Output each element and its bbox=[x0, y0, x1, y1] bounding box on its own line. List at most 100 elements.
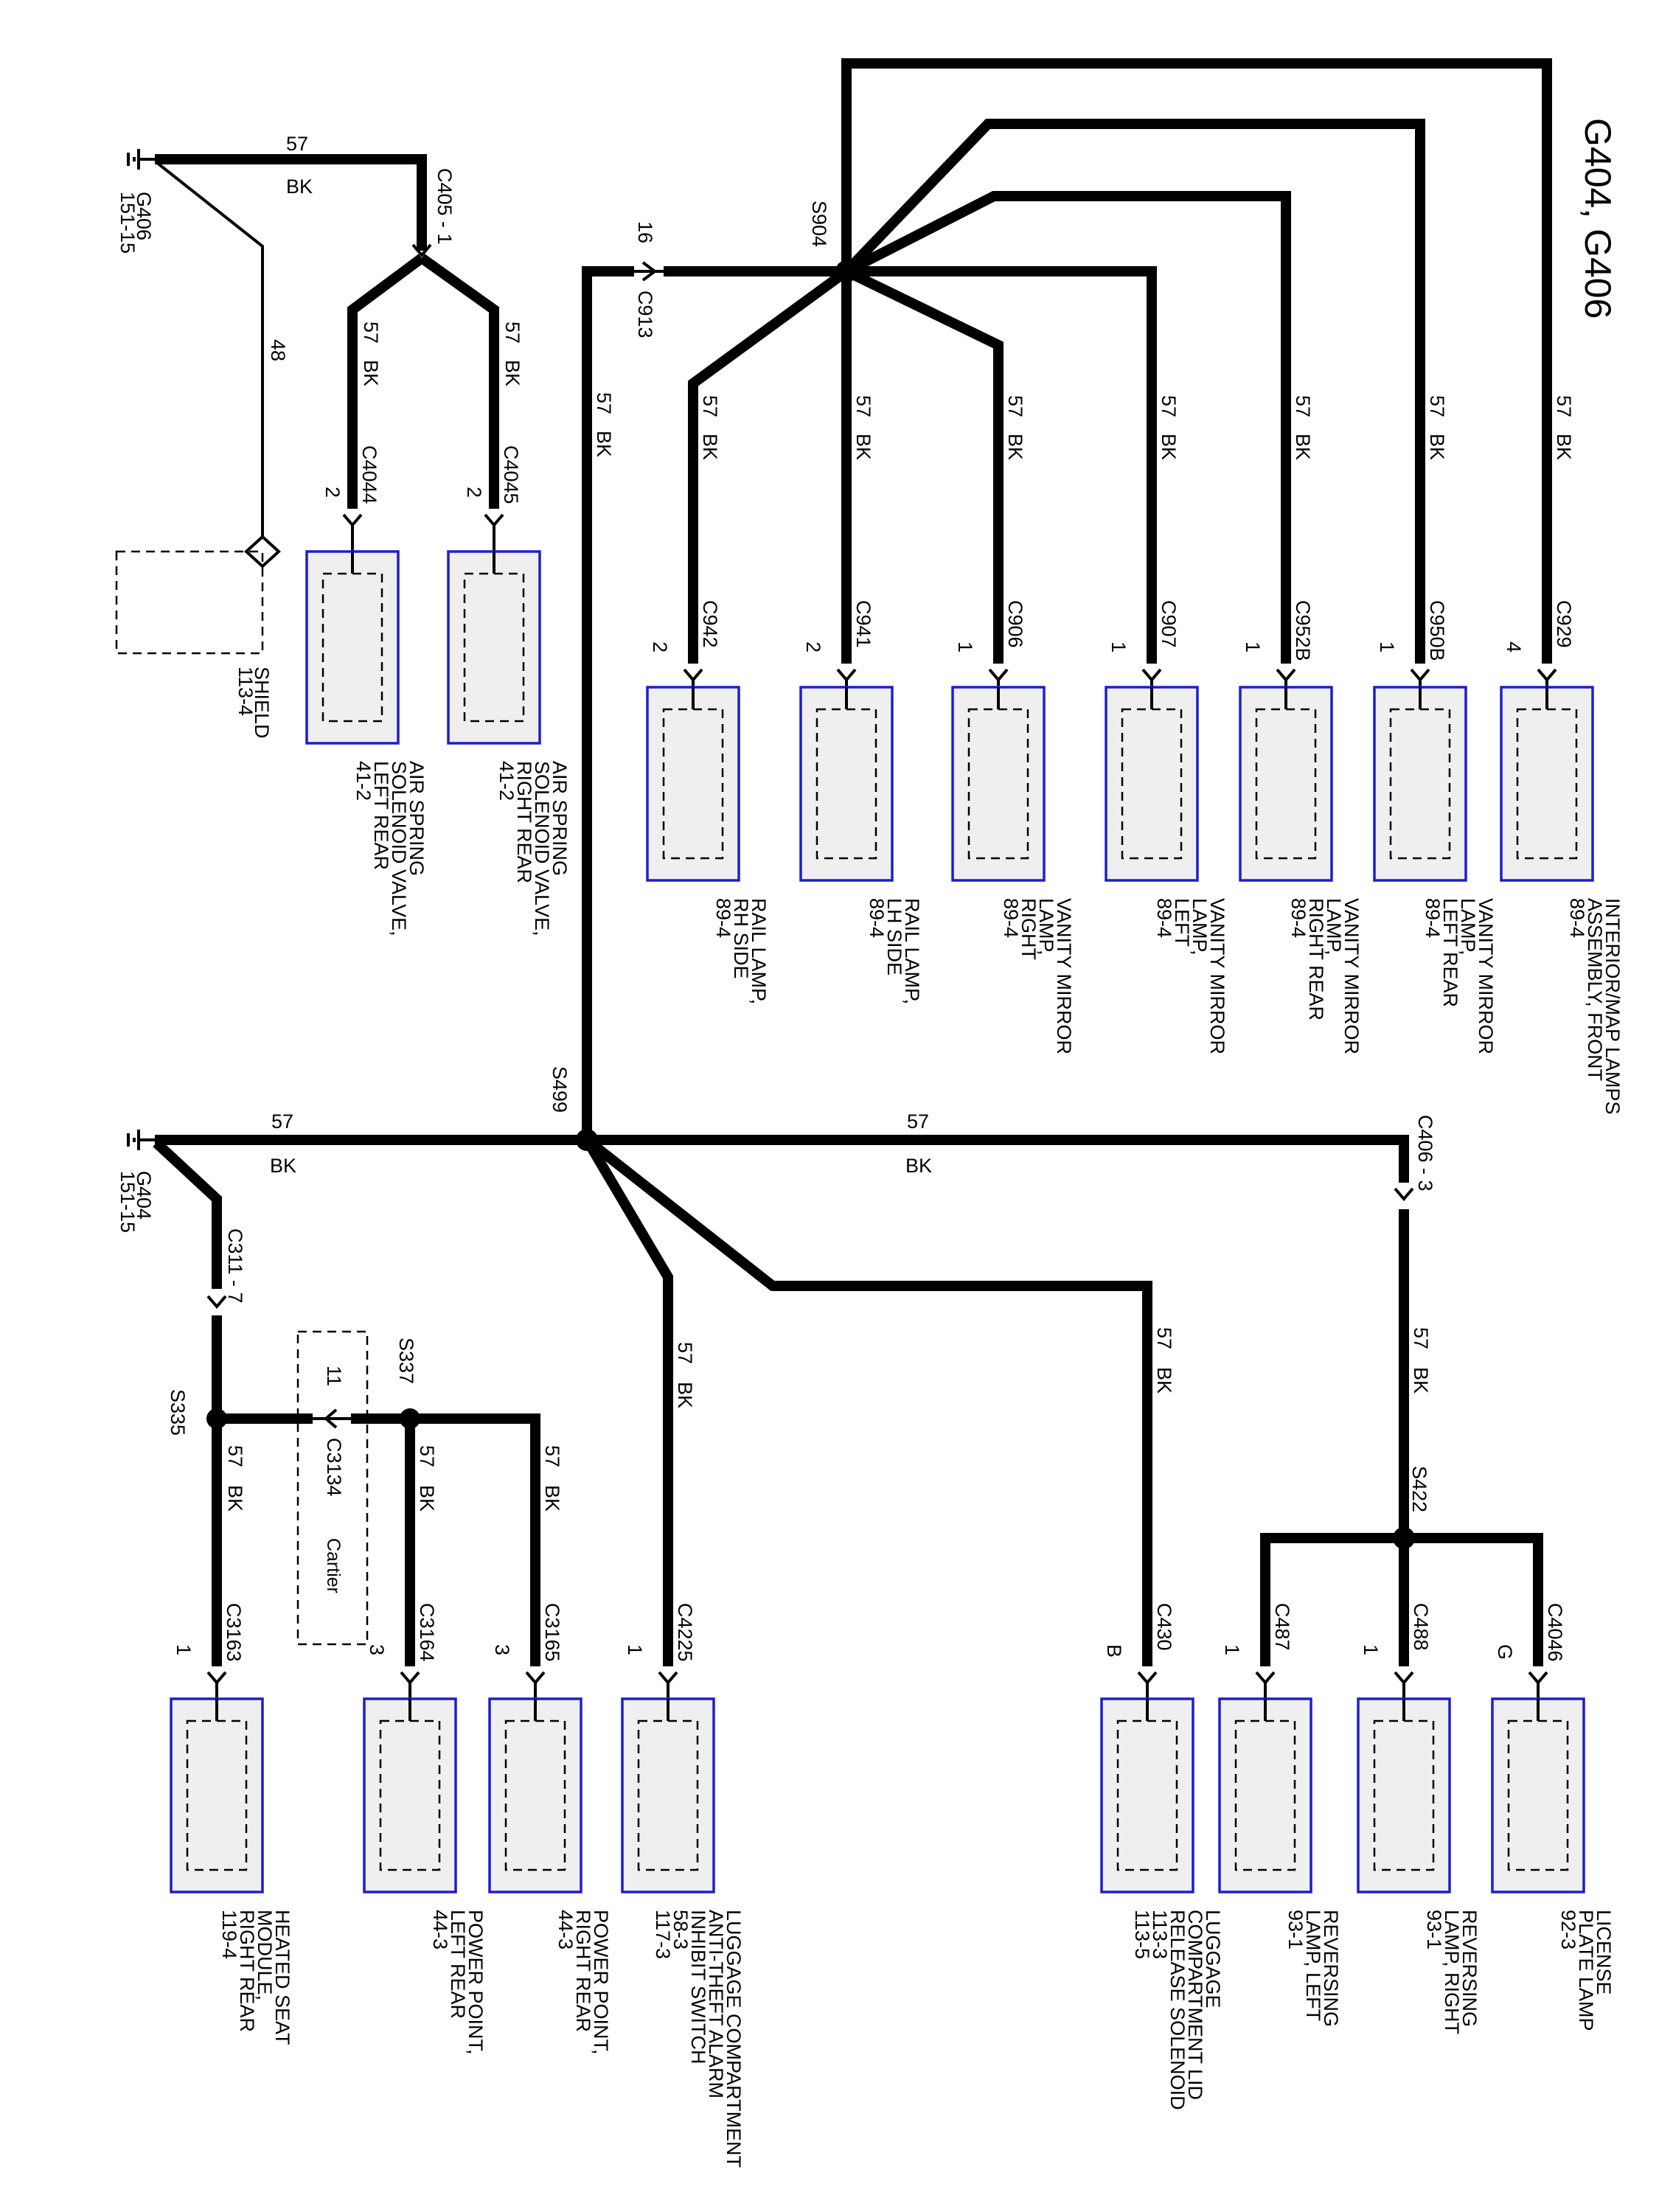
wire-s904-c952b bbox=[844, 191, 1291, 664]
branch-wire-57-0: 57 bbox=[699, 395, 721, 417]
ground-g406 bbox=[127, 149, 155, 170]
component-c952b-line2: LAMP, bbox=[1323, 898, 1345, 956]
component-c941-ref: 89-4 bbox=[866, 898, 888, 938]
component-c487-line1: REVERSING bbox=[1320, 1910, 1342, 2027]
page-title: G404, G406 bbox=[1577, 118, 1618, 319]
connector-c941-arrow bbox=[836, 668, 857, 683]
component-c952b-ref: 89-4 bbox=[1287, 898, 1310, 938]
component-c3164-box bbox=[363, 1697, 457, 1893]
wire-g406-c405 bbox=[155, 154, 427, 251]
component-c941-line1: RAIL LAMP, bbox=[901, 898, 923, 1004]
splice-s335-label: S335 bbox=[167, 1389, 189, 1436]
wire-bk-label: BK bbox=[286, 175, 313, 198]
branch-wire-57-4: 57 bbox=[1292, 395, 1314, 417]
wire-c4044-57: 57 bbox=[360, 321, 382, 344]
connector-c942-pin: 2 bbox=[649, 641, 671, 653]
wire-s904-c950b bbox=[842, 119, 1425, 664]
connector-c4046-label: C4046 bbox=[1544, 1603, 1566, 1662]
component-c430-box bbox=[1100, 1697, 1194, 1893]
component-c4045-line2: SOLENOID VALVE, bbox=[531, 761, 553, 936]
component-c488-line1: REVERSING bbox=[1458, 1910, 1481, 2027]
connector-c311 bbox=[206, 1295, 227, 1310]
wire-c4225-bk: BK bbox=[674, 1382, 696, 1408]
component-c929-box bbox=[1500, 686, 1594, 882]
connector-c406 bbox=[1394, 1187, 1414, 1202]
connector-c941-pin: 2 bbox=[802, 641, 824, 653]
component-c929-line1: INTERIOR/MAP LAMPS bbox=[1601, 898, 1624, 1115]
connector-c907-label: C907 bbox=[1158, 600, 1180, 648]
connector-c405-label: C405 - 1 bbox=[434, 168, 456, 245]
cartier-box bbox=[296, 1330, 369, 1646]
wire-bus-main bbox=[155, 1135, 1409, 1183]
wire-s499-c4225 bbox=[582, 1137, 673, 1666]
connector-c3163-pin: 1 bbox=[173, 1644, 195, 1655]
connector-c430-pin: B bbox=[1103, 1644, 1125, 1658]
connector-c3165-label: C3165 bbox=[541, 1603, 563, 1662]
component-c3165-box bbox=[488, 1697, 582, 1893]
wire-s904-c929 bbox=[841, 58, 1552, 664]
wire-feed-57: 57 bbox=[593, 392, 615, 414]
connector-c4225-arrow bbox=[658, 1671, 678, 1686]
ground-g404 bbox=[127, 1130, 155, 1150]
connector-c488-arrow bbox=[1394, 1671, 1414, 1686]
wire-s904-c942 bbox=[688, 267, 850, 664]
component-c487-ref: 93-1 bbox=[1284, 1910, 1307, 1950]
component-c929-ref: 89-4 bbox=[1566, 898, 1588, 938]
connector-c488-label: C488 bbox=[1410, 1603, 1432, 1651]
connector-c3164-label: C3164 bbox=[416, 1603, 438, 1662]
wire-c4225-57: 57 bbox=[674, 1342, 696, 1364]
component-c952b-box bbox=[1239, 686, 1333, 882]
splice-s337-label: S337 bbox=[395, 1338, 417, 1384]
connector-c906-arrow bbox=[988, 668, 1009, 683]
connector-c406-label: C406 - 3 bbox=[1414, 1115, 1436, 1192]
component-c430-line1: LUGGAGE bbox=[1202, 1910, 1224, 2008]
branch-wire-bk-2: BK bbox=[1004, 434, 1026, 460]
component-c950b-line1: VANITY MIRROR bbox=[1475, 898, 1497, 1054]
connector-c4044-arrow bbox=[342, 513, 363, 528]
splice-s904-label: S904 bbox=[808, 201, 830, 247]
bus-right-57: 57 bbox=[907, 1110, 929, 1133]
component-c4046-line2: PLATE LAMP bbox=[1575, 1910, 1597, 2031]
bus-left-bk: BK bbox=[270, 1155, 296, 1177]
connector-c906-pin: 1 bbox=[954, 641, 976, 653]
wire-c4045-57: 57 bbox=[501, 321, 524, 344]
connector-c4046-arrow bbox=[1528, 1671, 1548, 1686]
component-c3165-line1: POWER POINT, bbox=[590, 1910, 612, 2055]
connector-c3164-pin: 3 bbox=[366, 1644, 388, 1655]
connector-c907-arrow bbox=[1141, 668, 1162, 683]
connector-c4044-pin: 2 bbox=[321, 487, 344, 498]
component-c950b-line3: LEFT REAR bbox=[1439, 898, 1461, 1007]
connector-c487-pin: 1 bbox=[1221, 1644, 1243, 1655]
connector-c430-arrow bbox=[1137, 1671, 1158, 1686]
wire-c430-57: 57 bbox=[1153, 1327, 1175, 1349]
component-c3163-box bbox=[170, 1697, 264, 1893]
component-c950b-line2: LAMP, bbox=[1457, 898, 1479, 956]
component-c3165-line2: RIGHT REAR bbox=[572, 1910, 594, 2032]
component-c3164-line1: POWER POINT, bbox=[465, 1910, 487, 2055]
component-c4046-ref: 92-3 bbox=[1557, 1910, 1579, 1950]
component-c906-box bbox=[951, 686, 1046, 882]
wire-g404-c311 bbox=[153, 1138, 222, 1289]
component-c430-line2: COMPARTMENT LID bbox=[1184, 1910, 1206, 2100]
component-c907-line3: LEFT bbox=[1171, 898, 1193, 947]
component-c942-box bbox=[646, 686, 740, 882]
connector-c3134-label: C3134 bbox=[323, 1438, 345, 1497]
shield-wire bbox=[155, 161, 264, 537]
wire-feed-bk: BK bbox=[593, 431, 615, 457]
component-c4045-box bbox=[447, 550, 541, 745]
component-c906-line2: LAMP, bbox=[1035, 898, 1057, 956]
component-c907-line2: LAMP, bbox=[1189, 898, 1211, 956]
connector-c942-label: C942 bbox=[699, 600, 721, 648]
wire-c3163-57: 57 bbox=[224, 1445, 246, 1467]
component-c929-line2: ASSEMBLY, FRONT bbox=[1584, 898, 1606, 1081]
connector-c3163-arrow bbox=[206, 1671, 227, 1686]
component-c3165-ref: 44-3 bbox=[554, 1910, 577, 1950]
component-c4044-line2: SOLENOID VALVE, bbox=[388, 761, 410, 936]
shield-box bbox=[115, 550, 264, 655]
component-c430-ref2: 113-5 bbox=[1131, 1910, 1153, 1959]
connector-c950b-arrow bbox=[1410, 668, 1430, 683]
